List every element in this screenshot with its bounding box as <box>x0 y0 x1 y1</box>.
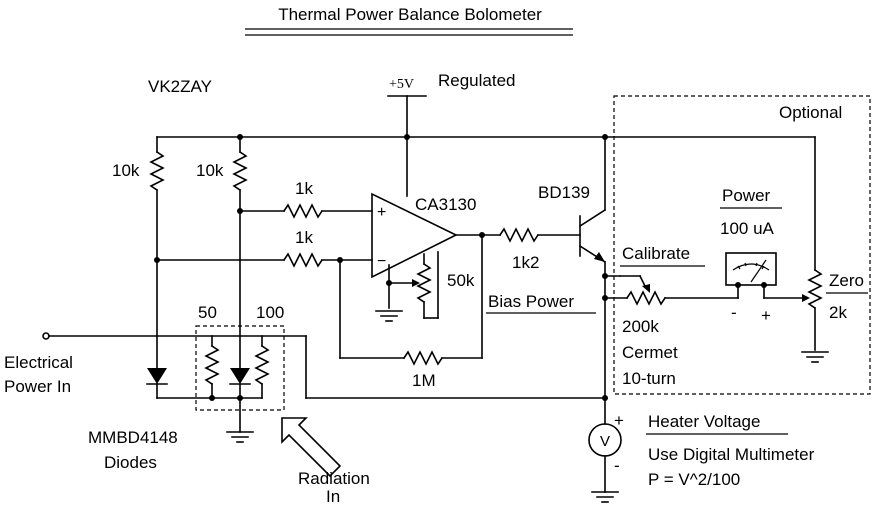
junction-dot <box>404 134 410 140</box>
top-rail <box>156 95 816 271</box>
meter-plus-pin: + <box>761 306 771 325</box>
meter-minus-pin: - <box>731 303 737 322</box>
multimeter-note: Use Digital Multimeter <box>648 445 815 464</box>
transistor-bd139 <box>578 136 607 399</box>
zero-label: Zero <box>829 271 864 290</box>
resistor-1k-plus <box>239 203 373 219</box>
opamp-plus-pin: + <box>377 204 386 221</box>
calibrate-label: Calibrate <box>622 244 690 263</box>
radiation-label-2: In <box>326 487 340 506</box>
ground-opamp <box>375 310 403 322</box>
resistor-1m-label: 1M <box>412 371 436 390</box>
radiation-arrow-icon <box>281 417 342 478</box>
electrical-power-label-1: Electrical <box>4 353 73 372</box>
resistor-1k2-label: 1k2 <box>512 253 539 272</box>
pot-50k <box>388 251 439 319</box>
diode-sensor <box>229 368 251 399</box>
author-callsign: VK2ZAY <box>148 77 212 96</box>
ground-zero <box>801 351 829 363</box>
resistor-10k-right-label: 10k <box>196 161 224 180</box>
resistor-100-label: 100 <box>256 303 284 322</box>
voltmeter-plus-pin: + <box>614 411 624 430</box>
supply-voltage-label: +5V <box>389 77 414 92</box>
power-meter-label: Power <box>722 186 771 205</box>
opamp-minus-pin: − <box>377 253 386 270</box>
diode-left <box>146 368 168 399</box>
pot-50k-label: 50k <box>447 271 475 290</box>
optional-section-box <box>613 95 871 395</box>
optional-label: Optional <box>779 103 842 122</box>
voltmeter <box>588 397 622 493</box>
pot-200k-label: 200k <box>622 317 659 336</box>
power-formula: P = V^2/100 <box>648 470 740 489</box>
opamp-label: CA3130 <box>415 195 476 214</box>
meter-range-label: 100 uA <box>720 219 775 238</box>
resistor-1k-plus-label: 1k <box>295 179 313 198</box>
pot-200k-calibrate <box>604 274 739 306</box>
diodes-label-2: Diodes <box>104 453 157 472</box>
sensor-box <box>195 325 285 411</box>
electrical-power-label-2: Power In <box>4 377 71 396</box>
meter-100ua <box>725 252 803 299</box>
voltmeter-symbol: V <box>600 433 610 450</box>
resistor-1k2 <box>498 227 581 243</box>
pot-2k-zero <box>802 268 823 351</box>
electrical-input-terminal <box>42 332 50 340</box>
diodes-label-1: MMBD4148 <box>88 428 178 447</box>
ground-voltmeter <box>591 491 619 503</box>
ground-sensor <box>226 397 254 443</box>
resistor-10k-right <box>232 136 248 369</box>
junction-dot <box>735 282 741 288</box>
ten-turn-label: 10-turn <box>622 369 676 388</box>
radiation-label-1: Radiation <box>298 469 370 488</box>
resistor-50 <box>204 335 220 399</box>
voltmeter-minus-pin: - <box>614 456 620 475</box>
junction-dot <box>209 395 215 401</box>
bias-power-label: Bias Power <box>488 292 574 311</box>
resistor-50-label: 50 <box>198 303 217 322</box>
supply-regulated-label: Regulated <box>438 71 516 90</box>
heater-voltage-label: Heater Voltage <box>648 412 760 431</box>
resistor-10k-left <box>149 136 165 369</box>
opamp-ca3130 <box>371 192 501 279</box>
junction-dot <box>386 280 392 286</box>
schematic-title: Thermal Power Balance Bolometer <box>278 5 542 24</box>
resistor-100 <box>254 335 270 399</box>
resistor-1k-minus <box>156 252 373 268</box>
junction-dot <box>154 257 160 263</box>
junction-dot <box>237 208 243 214</box>
resistor-1k-minus-label: 1k <box>295 228 313 247</box>
pot-2k-label: 2k <box>829 303 847 322</box>
cermet-label: Cermet <box>622 343 678 362</box>
resistor-1m <box>339 234 483 366</box>
resistor-10k-left-label: 10k <box>112 161 140 180</box>
transistor-label: BD139 <box>538 183 590 202</box>
junction-dot <box>761 282 767 288</box>
